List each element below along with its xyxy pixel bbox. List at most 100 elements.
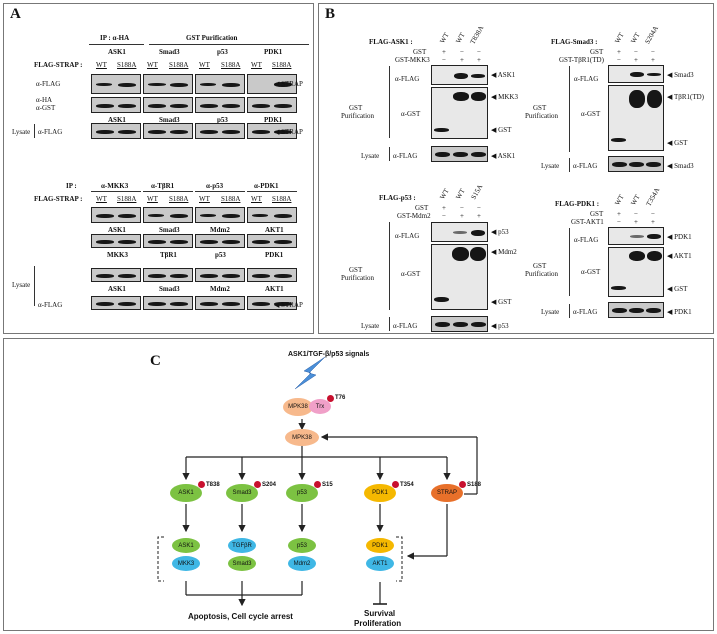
phospho-dot: [254, 481, 261, 488]
pdk1-lysate-label: ◀ PDK1: [667, 308, 692, 316]
wt-label: WT: [613, 31, 626, 45]
target-p53: p53: [286, 484, 318, 502]
blot-smad3-lys: [608, 156, 664, 172]
gst-band-label: ◀ GST: [667, 285, 688, 293]
mkk3-band-label: ◀ MKK3: [491, 93, 518, 101]
sign: +: [617, 210, 621, 218]
blot-coip-2: [143, 207, 193, 223]
alpha-flag-label: α-FLAG: [395, 232, 420, 240]
wt-label: WT: [96, 195, 107, 203]
gst-mkk3-label: GST-MKK3: [395, 56, 430, 64]
wt-label: WT: [199, 61, 210, 69]
alpha-gst-label: α-GST: [581, 268, 601, 276]
blot-a-flag-2: [143, 74, 193, 94]
col-pdk1: PDK1: [264, 48, 283, 56]
lysate-label: Lysate: [12, 281, 31, 289]
blot-lys-c4: [247, 296, 297, 310]
sign: −: [651, 210, 655, 218]
row1-smad3: Smad3: [159, 226, 180, 234]
blot-lys-b2: [143, 268, 193, 282]
flag-smad3-label: FLAG-Smad3 :: [551, 38, 598, 46]
s188a-label: S188A: [221, 61, 241, 69]
blot-pdk1-flag: [608, 227, 664, 245]
phospho-dot: [314, 481, 321, 488]
complex-p53: p53: [288, 538, 316, 553]
p53-lysate-label: ◀ p53: [491, 322, 509, 330]
phospho-dot: [459, 481, 466, 488]
col-smad3: Smad3: [159, 48, 180, 56]
alpha-flag-label: α-FLAG: [574, 236, 599, 244]
mpk38-node: MPK38: [285, 429, 319, 446]
pdk1-band-label: ◀ PDK1: [667, 233, 692, 241]
blot-pdk1-lys: [608, 302, 664, 318]
s188a-label: S188A: [169, 61, 189, 69]
blot-a-lys-3: [195, 123, 245, 139]
flag-strap-label: FLAG-STRAP :: [34, 195, 83, 203]
complex-mdm2: Mdm2: [288, 556, 316, 571]
sign: +: [442, 48, 446, 56]
blot-a-ha-1: [91, 97, 141, 113]
blot-a-lys-2: [143, 123, 193, 139]
wt-label: WT: [251, 61, 262, 69]
sign: +: [477, 212, 481, 220]
blot-ask1-gst: [431, 87, 488, 139]
panel-c: C: [3, 338, 714, 631]
sign: −: [651, 48, 655, 56]
gst-label: GST: [415, 204, 429, 212]
panel-b-letter: B: [325, 6, 336, 22]
alpha-flag-label: α-FLAG: [573, 308, 598, 316]
s188a-label: S188A: [272, 195, 292, 203]
s188a-label: S188A: [117, 195, 137, 203]
blot-coip-3: [195, 207, 245, 223]
sign: −: [477, 48, 481, 56]
gst-purification-label: GST: [349, 104, 363, 112]
site-t354: T354: [400, 482, 414, 488]
target-pdk1: PDK1: [364, 484, 396, 502]
ask1-lysate-label: ◀ ASK1: [491, 152, 516, 160]
alpha-flag-label: α-FLAG: [393, 322, 418, 330]
flag-ask1-label: FLAG-ASK1 :: [369, 38, 413, 46]
gst-purification-label: Purification: [341, 112, 375, 120]
outcome-survival: Survival: [364, 609, 396, 618]
phospho-dot: [198, 481, 205, 488]
blot-lys-c2: [143, 296, 193, 310]
gst-label: GST: [413, 48, 427, 56]
col-apdk1: α-PDK1: [254, 182, 279, 190]
t76-label: T76: [335, 395, 346, 401]
wt-label: WT: [454, 31, 467, 45]
blot-coip-6: [143, 234, 193, 248]
blot-a-flag-3: [195, 74, 245, 94]
target-strap: STRAP: [431, 484, 463, 502]
s204a-label: S204A: [643, 24, 661, 46]
target-ask1: ASK1: [170, 484, 202, 502]
complex-tgfbr: TGFβR: [228, 538, 256, 553]
sign: +: [460, 56, 464, 64]
gst-purification-label: GST: [533, 262, 547, 270]
outcome-apoptosis: Apoptosis, Cell cycle arrest: [188, 612, 293, 621]
sign: +: [477, 56, 481, 64]
alpha-flag-label: α-FLAG: [38, 301, 63, 309]
gst-purification-label: Purification: [341, 274, 375, 282]
sign: +: [634, 218, 638, 226]
complex-pdk1: PDK1: [366, 538, 394, 553]
alpha-flag-label: α-FLAG: [393, 152, 418, 160]
blot-a-flag-4: [247, 74, 297, 94]
gst-mdm2-label: GST-Mdm2: [397, 212, 431, 220]
alpha-flag-label: α-FLAG: [573, 162, 598, 170]
akt1-band-label: ◀ AKT1: [667, 252, 692, 260]
tbr1-band-label: ◀ TβR1(TD): [667, 93, 705, 101]
complex-ask1: ASK1: [172, 538, 200, 553]
site-t838: T838: [206, 482, 220, 488]
gst-purification-label: Purification: [525, 112, 559, 120]
blot-a-lys-4: [247, 123, 297, 139]
gst-band-label: ◀ GST: [667, 139, 688, 147]
alpha-gst-label: α-GST: [581, 110, 601, 118]
col-p53: p53: [217, 48, 228, 56]
blot-ask1-flag: [431, 65, 488, 85]
blot-p53-lys: [431, 316, 488, 332]
wt-label: WT: [251, 195, 262, 203]
s188a-label: S188A: [169, 195, 189, 203]
lysate-label: Lysate: [361, 152, 380, 160]
row3-akt1: AKT1: [265, 285, 284, 293]
blot-coip-7: [195, 234, 245, 248]
